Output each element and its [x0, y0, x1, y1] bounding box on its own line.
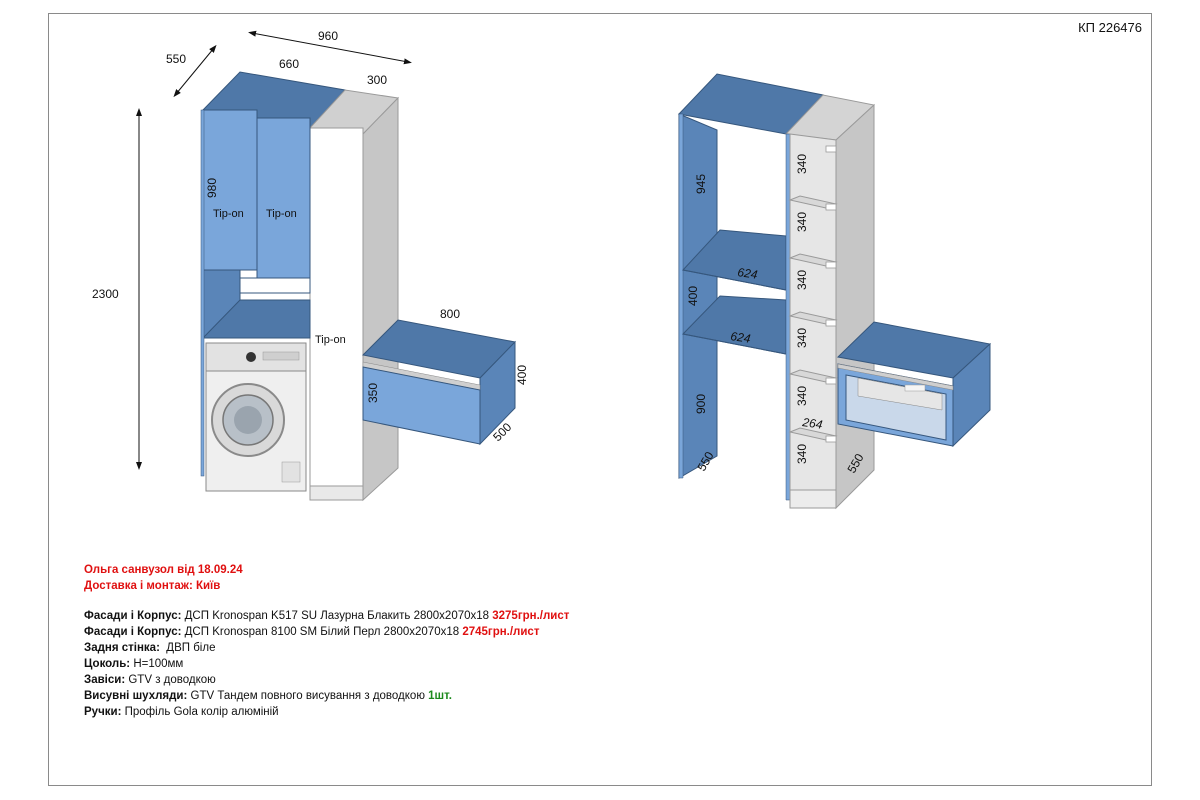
upper-right-door	[256, 117, 311, 279]
spec-text: ДВП біле	[159, 642, 216, 654]
dim-lower-section: 900	[694, 394, 708, 414]
spec-text: ДСП Kronospan K517 SU Лазурна Блакить 28…	[181, 610, 493, 622]
dim-bench-height: 400	[515, 365, 529, 385]
dim-bench-width: 800	[440, 307, 460, 321]
spec-label: Ручки:	[84, 706, 122, 718]
spec-row: Висувні шухляди: GTV Тандем повного вису…	[84, 688, 569, 704]
drawer-handle	[837, 363, 954, 391]
spec-row: Фасади і Корпус: ДСП Kronospan 8100 SM Б…	[84, 624, 569, 640]
cabinet-left-edge	[200, 109, 205, 477]
tall-door-label: Tip-on	[315, 334, 346, 346]
dim-total-width: 960	[318, 29, 338, 43]
dim-column-shelf-1: 340	[795, 154, 809, 174]
left-assembly: 960 550 660 300 2300 980 800 400 500 350…	[92, 29, 529, 502]
washing-machine	[205, 342, 307, 492]
spec-label: Фасади і Корпус:	[84, 626, 182, 638]
dim-column-width: 300	[367, 73, 387, 87]
column-right-side	[835, 103, 875, 510]
spec-label: Фасади і Корпус:	[84, 610, 182, 622]
spec-text: Профіль Gola колір алюміній	[121, 706, 279, 718]
dim-column-shelf-4: 340	[795, 328, 809, 348]
dim-upper-section: 945	[694, 174, 708, 194]
spec-price: 3275грн./лист	[492, 610, 570, 622]
dim-column-shelf-5: 340	[795, 386, 809, 406]
spec-price: 2745грн./лист	[462, 626, 540, 638]
niche-shelf	[201, 299, 311, 339]
niche-opening	[239, 277, 311, 294]
order-delivery: Доставка і монтаж: Київ	[84, 580, 221, 592]
spec-label: Задня стінка:	[84, 642, 160, 654]
spec-label: Завіси:	[84, 674, 126, 686]
dim-middle-section: 400	[686, 286, 700, 306]
column-shelf-fronts	[825, 145, 837, 443]
project-code: КП 226476	[1078, 20, 1142, 35]
right-door-label: Tip-on	[266, 208, 297, 220]
spec-label: Цоколь:	[84, 658, 131, 670]
bench-drawer-front	[362, 366, 481, 445]
spec-text: GTV Тандем повного висування з доводкою	[187, 690, 429, 702]
spec-text: GTV з доводкою	[125, 674, 216, 686]
tall-door	[309, 127, 364, 487]
column-plinth-right	[789, 489, 837, 509]
middle-partition	[785, 133, 791, 501]
dim-column-shelf-6: 340	[795, 444, 809, 464]
spec-label: Висувні шухляди:	[84, 690, 188, 702]
column-side	[362, 96, 399, 502]
spec-row: Ручки: Профіль Gola колір алюміній	[84, 704, 569, 720]
right-assembly: 945 400 900 550 624 624 340 340 340 340 …	[678, 73, 992, 510]
column-plinth	[309, 485, 364, 501]
spec-row: Фасади і Корпус: ДСП Kronospan K517 SU Л…	[84, 608, 569, 624]
dim-shelf-width-2: 624	[730, 329, 752, 346]
dim-column-shelf-2: 340	[795, 212, 809, 232]
spec-text: ДСП Kronospan 8100 SM Білий Перл 2800x20…	[181, 626, 463, 638]
dim-shelf-width-1: 624	[737, 265, 759, 282]
dim-column-shelf-3: 340	[795, 270, 809, 290]
dim-upper-door-height: 980	[205, 178, 219, 198]
dim-depth: 550	[166, 52, 186, 66]
left-door-label: Tip-on	[213, 208, 244, 220]
dim-drawer-height: 350	[366, 383, 380, 403]
spec-row: Задня стінка: ДВП біле	[84, 640, 569, 656]
spec-text: H=100мм	[130, 658, 184, 670]
spec-quantity: 1шт.	[428, 690, 452, 702]
order-title: Ольга санвузол від 18.09.24	[84, 564, 243, 576]
dim-cabinet-width: 660	[279, 57, 299, 71]
open-left-side-edge	[678, 113, 684, 479]
order-notes: Ольга санвузол від 18.09.24 Доставка і м…	[84, 562, 569, 720]
spec-row: Цоколь: H=100мм	[84, 656, 569, 672]
dim-column-inner-width: 264	[801, 415, 824, 432]
dim-height: 2300	[92, 287, 119, 301]
drawing-frame	[48, 13, 1152, 786]
drawer-item	[904, 384, 926, 392]
spec-row: Завіси: GTV з доводкою	[84, 672, 569, 688]
